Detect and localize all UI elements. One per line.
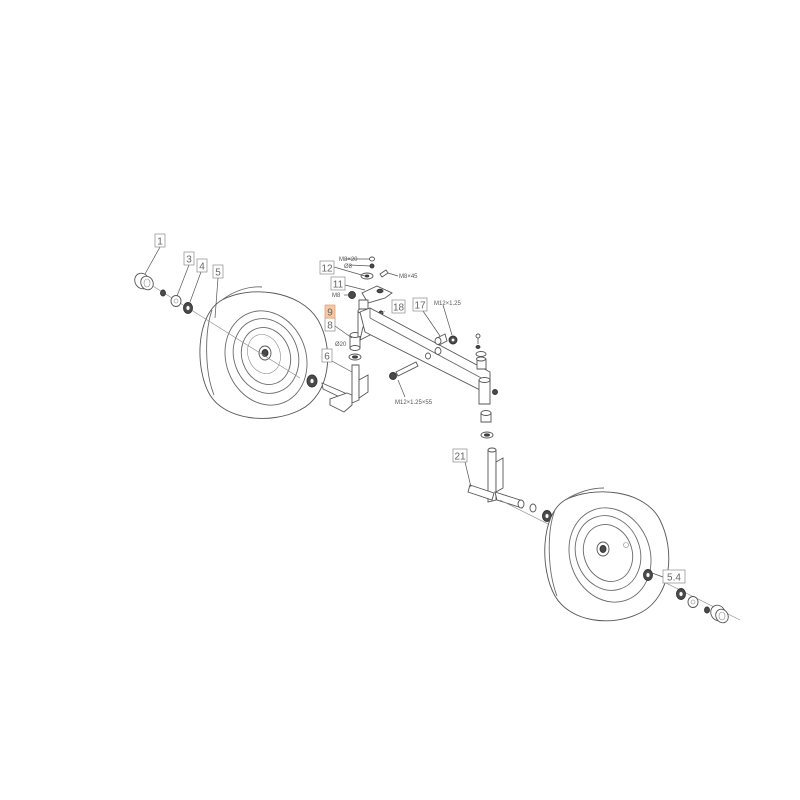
spec-d20: Ø20 [335, 342, 347, 348]
right-kingpin-stack [475, 333, 498, 439]
callout-17[interactable]: 17 [412, 297, 428, 312]
svg-text:11: 11 [333, 280, 344, 291]
bolt-m8x20 [369, 256, 375, 262]
part-3-washer [170, 295, 182, 307]
callout-1[interactable]: 1 [154, 233, 166, 248]
svg-text:5.4: 5.4 [667, 573, 681, 584]
svg-text:8: 8 [327, 321, 333, 332]
callout-8[interactable]: 8 [324, 317, 336, 332]
svg-text:12: 12 [321, 264, 333, 275]
spec-m12x1.25: M12×1.25 [434, 301, 462, 307]
svg-text:4: 4 [199, 262, 205, 273]
part-2-small-washer [160, 289, 166, 297]
right-small-washer [529, 503, 537, 513]
svg-text:1: 1 [157, 237, 163, 248]
callout-5-4[interactable]: 5.4 [662, 569, 686, 584]
spec-d8: Ø8 [344, 264, 353, 270]
svg-text:9: 9 [327, 308, 333, 319]
callout-6[interactable]: 6 [321, 348, 333, 363]
part-1-bearing-cap [134, 272, 154, 291]
spec-m8x45: M8×45 [399, 274, 418, 280]
svg-text:3: 3 [186, 255, 192, 266]
part-8-bushing [349, 332, 361, 351]
washer-d8 [369, 263, 375, 269]
left-wheel [199, 286, 329, 419]
callout-4[interactable]: 4 [196, 258, 208, 273]
callout-11[interactable]: 11 [330, 276, 346, 291]
svg-text:5: 5 [215, 268, 221, 279]
part-17-pivot-bushing [434, 333, 448, 346]
svg-text:18: 18 [393, 303, 405, 314]
part-21-right-spindle [467, 447, 525, 509]
svg-text:6: 6 [324, 352, 330, 363]
spec-m8: M8 [332, 293, 341, 299]
right-small-ring [704, 606, 710, 614]
callout-5[interactable]: 5 [212, 264, 224, 279]
pivot-bolt-m12x1.25x55 [389, 352, 431, 380]
part-12-washer-bolt [360, 269, 389, 280]
spec-m12x1.25x55: M12×1.25×55 [395, 400, 433, 406]
right-washer [687, 596, 699, 608]
spec-m8x20: M8×20 [339, 257, 358, 263]
callout-21[interactable]: 21 [452, 448, 468, 463]
callout-3[interactable]: 3 [183, 251, 195, 266]
nut-m8 [348, 291, 356, 299]
callout-12[interactable]: 12 [319, 260, 335, 275]
callout-18[interactable]: 18 [391, 299, 406, 314]
part-6-left-spindle [306, 364, 369, 413]
svg-text:17: 17 [414, 301, 426, 312]
right-hub-cap [710, 604, 729, 624]
callout-9-highlighted[interactable]: 9 [324, 304, 336, 319]
front-axle-beam [359, 307, 491, 391]
part-11-steering-arm [358, 285, 393, 310]
right-wheel [544, 487, 670, 622]
svg-text:21: 21 [454, 452, 466, 463]
